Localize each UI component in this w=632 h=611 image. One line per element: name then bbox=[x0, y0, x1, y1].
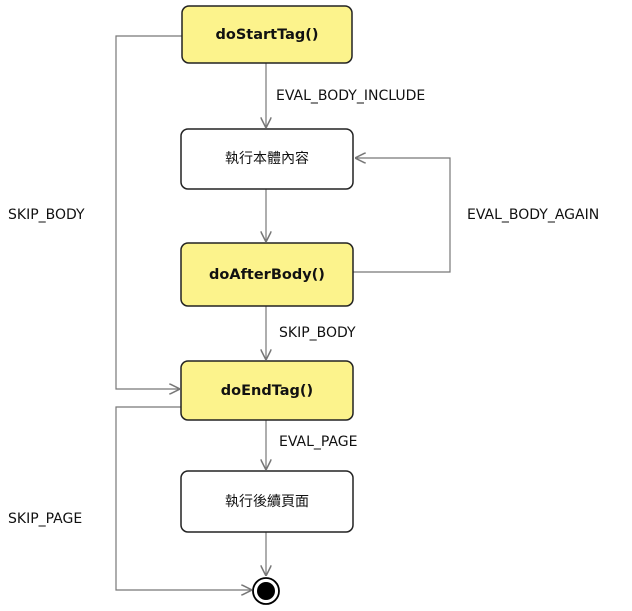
edge-start-to-endtag bbox=[115, 35, 182, 389]
node-execute-body: 執行本體內容 bbox=[180, 128, 354, 190]
node-execute-body-box bbox=[180, 128, 354, 190]
end-node bbox=[252, 577, 280, 605]
label-skip-body-start: SKIP_BODY bbox=[8, 207, 85, 223]
node-doendtag-label: doEndTag() bbox=[221, 383, 313, 399]
edge-afterbody-loop bbox=[353, 158, 451, 273]
label-eval-body-include: EVAL_BODY_INCLUDE bbox=[276, 88, 425, 104]
label-eval-page: EVAL_PAGE bbox=[279, 434, 357, 450]
node-doafterbody: doAfterBody() bbox=[180, 242, 354, 307]
label-skip-page: SKIP_PAGE bbox=[8, 511, 82, 527]
node-execute-body-label: 執行本體內容 bbox=[225, 150, 309, 167]
label-eval-body-again: EVAL_BODY_AGAIN bbox=[467, 207, 599, 223]
node-execute-page-box bbox=[180, 470, 354, 533]
node-dostarttag-label: doStartTag() bbox=[215, 27, 318, 43]
node-dostarttag: doStartTag() bbox=[181, 5, 353, 64]
node-doendtag-box bbox=[180, 360, 354, 421]
node-doafterbody-label: doAfterBody() bbox=[209, 267, 325, 283]
node-doafterbody-box bbox=[180, 242, 354, 307]
end-node-dot bbox=[257, 582, 275, 600]
edge-endtag-to-end bbox=[115, 406, 252, 590]
node-execute-page-label: 執行後續頁面 bbox=[225, 494, 309, 510]
node-doendtag: doEndTag() bbox=[180, 360, 354, 421]
node-execute-page: 執行後續頁面 bbox=[180, 470, 354, 533]
node-dostarttag-box bbox=[181, 5, 353, 64]
label-skip-body-after: SKIP_BODY bbox=[279, 325, 356, 341]
